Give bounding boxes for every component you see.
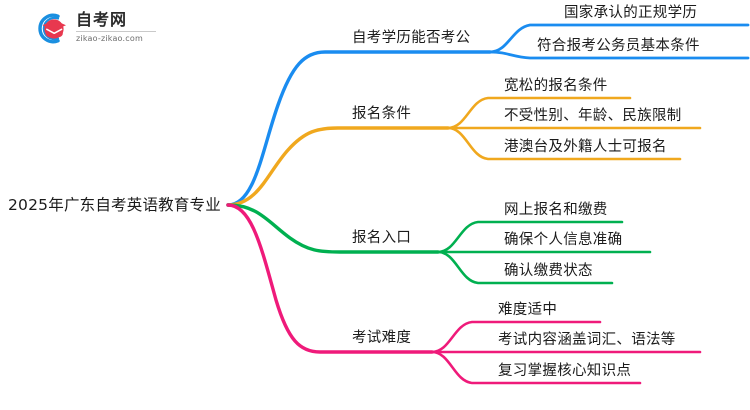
branch-pink-child-3	[430, 350, 642, 385]
leaf-label-blue-2[interactable]: 符合报考公务员基本条件	[537, 38, 700, 54]
branch-orange-main	[226, 126, 450, 207]
leaf-label-pink-2[interactable]: 考试内容涵盖词汇、语法等	[498, 332, 676, 348]
leaf-label-blue-1[interactable]: 国家承认的正规学历	[564, 5, 698, 21]
logo-site-name: 自考网	[76, 10, 128, 29]
logo-wordmark: 自考网 zikao-zikao.com	[76, 10, 156, 46]
branch-blue-child-2	[488, 50, 750, 60]
branch-label-green[interactable]: 报名入口	[352, 230, 412, 246]
branch-orange-child-3	[446, 126, 682, 161]
site-logo: 自考网 zikao-zikao.com	[28, 10, 156, 46]
branch-blue-main	[226, 50, 492, 207]
leaf-label-green-1[interactable]: 网上报名和缴费	[504, 202, 608, 218]
leaf-label-orange-1[interactable]: 宽松的报名条件	[504, 78, 608, 94]
branch-pink-main	[226, 203, 434, 354]
branch-label-blue[interactable]: 自考学历能否考公	[352, 30, 471, 46]
mindmap-root-label[interactable]: 2025年广东自考英语教育专业	[8, 196, 221, 214]
leaf-label-orange-2[interactable]: 不受性别、年龄、民族限制	[504, 108, 682, 124]
graduation-cap-in-circle-icon	[28, 11, 72, 45]
leaf-label-green-2[interactable]: 确保个人信息准确	[504, 232, 623, 248]
branch-green-child-3	[436, 250, 614, 285]
branch-green-main	[226, 203, 440, 254]
leaf-label-pink-1[interactable]: 难度适中	[498, 302, 558, 318]
branch-label-orange[interactable]: 报名条件	[352, 106, 412, 122]
logo-divider	[76, 31, 156, 32]
leaf-label-pink-3[interactable]: 复习掌握核心知识点	[498, 363, 632, 379]
logo-url: zikao-zikao.com	[76, 34, 143, 43]
leaf-label-green-3[interactable]: 确认缴费状态	[504, 263, 593, 279]
leaf-label-orange-3[interactable]: 港澳台及外籍人士可报名	[504, 139, 667, 155]
branch-label-pink[interactable]: 考试难度	[352, 330, 412, 346]
